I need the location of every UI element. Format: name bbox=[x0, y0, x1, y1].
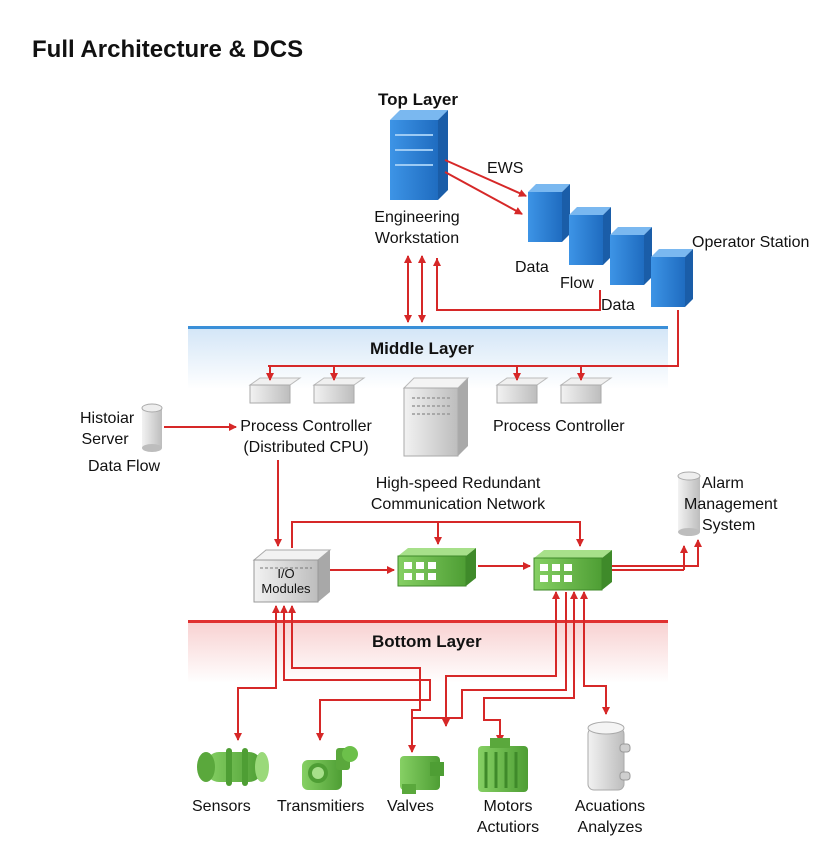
process-controller-device-icon bbox=[312, 377, 366, 404]
operator-station-server-icon bbox=[610, 227, 652, 285]
analyzers-label-line: Analyzes bbox=[577, 819, 643, 836]
io-modules-label-line: I/O bbox=[277, 566, 295, 581]
process-controller-left-label: Process Controller (Distributed CPU) bbox=[232, 416, 380, 458]
process-controller-label-line: Process Controller bbox=[240, 418, 372, 435]
alarm-management-label-line: Management bbox=[684, 496, 778, 513]
actuator-analyzer-icon bbox=[587, 721, 631, 791]
middle-layer-arrows bbox=[164, 366, 585, 547]
historian-server-label: Histoiar Server bbox=[80, 408, 135, 450]
engineering-workstation-label-line: Engineering bbox=[374, 209, 460, 226]
operator-station-server-icon bbox=[651, 249, 693, 307]
network-label-line: Communication Network bbox=[370, 496, 546, 513]
sensor-icon bbox=[197, 748, 269, 786]
network-label: High-speed Redundant Communication Netwo… bbox=[352, 473, 564, 515]
operator-station-server-icon bbox=[528, 184, 570, 242]
engineering-workstation-label-line: Workstation bbox=[374, 230, 460, 247]
server-tower-icon bbox=[402, 377, 470, 457]
bottom-layer-label: Bottom Layer bbox=[372, 632, 482, 651]
operator-station-server-icon bbox=[569, 207, 611, 265]
io-modules-label: I/O Modules bbox=[254, 566, 318, 596]
actuators-label-line: Actutiors bbox=[476, 819, 540, 836]
valves-label: Valves bbox=[387, 798, 434, 815]
historian-server-cylinder-icon bbox=[141, 403, 163, 452]
motors-label-line: Motors bbox=[483, 798, 533, 815]
network-label-line: High-speed Redundant bbox=[375, 475, 541, 492]
page-title: Full Architecture & DCS bbox=[32, 36, 304, 63]
transmitters-label: Transmitiers bbox=[277, 798, 365, 815]
motors-actuators-label: Motors Actutiors bbox=[470, 796, 546, 838]
motor-icon bbox=[478, 738, 528, 792]
data-label: Data bbox=[601, 297, 635, 314]
alarm-management-label-line: System bbox=[702, 517, 756, 534]
io-modules-device-icon bbox=[252, 549, 332, 603]
network-arrows bbox=[291, 521, 702, 574]
network-switch-green-icon bbox=[533, 550, 612, 591]
engineering-workstation-label: Engineering Workstation bbox=[362, 207, 472, 249]
top-layer-label: Top Layer bbox=[378, 90, 458, 109]
valve-icon bbox=[400, 756, 444, 794]
historian-server-label-line: Server bbox=[81, 431, 129, 448]
sensors-label: Sensors bbox=[192, 798, 251, 815]
data-flow-label: Data Flow bbox=[88, 458, 161, 475]
process-controller-right-label: Process Controller bbox=[493, 418, 625, 435]
alarm-management-label-line: Alarm bbox=[702, 475, 744, 492]
transmitter-icon bbox=[302, 746, 358, 790]
process-controller-label-line: (Distributed CPU) bbox=[243, 439, 369, 456]
middle-layer-label: Middle Layer bbox=[370, 339, 474, 358]
network-switch-green-icon bbox=[397, 548, 476, 587]
operator-station-label: Operator Station bbox=[692, 234, 810, 251]
io-modules-label-line: Modules bbox=[261, 581, 311, 596]
actuations-label-line: Acuations bbox=[574, 798, 646, 815]
flow-label: Flow bbox=[560, 275, 594, 292]
actuations-analyzers-label: Acuations Analyzes bbox=[568, 796, 652, 838]
bottom-layer-arrows bbox=[234, 591, 610, 753]
ews-label: EWS bbox=[487, 160, 524, 177]
process-controller-device-icon bbox=[559, 377, 613, 404]
alarm-management-label: Alarm Management System bbox=[684, 473, 777, 536]
engineering-workstation-server-icon bbox=[390, 110, 448, 200]
top-layer-arrows bbox=[268, 159, 679, 367]
data-label: Data bbox=[515, 259, 549, 276]
historian-server-label-line: Histoiar bbox=[80, 410, 135, 427]
process-controller-device-icon bbox=[248, 377, 302, 404]
alarm-management-cylinder-icon bbox=[677, 471, 701, 536]
process-controller-device-icon bbox=[495, 377, 549, 404]
